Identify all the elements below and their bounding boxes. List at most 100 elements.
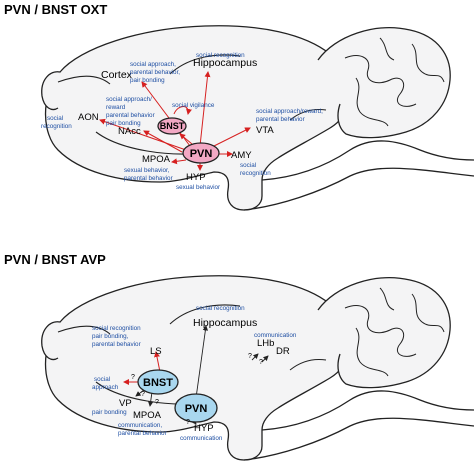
oxt-region-aon: AON xyxy=(78,112,99,123)
avp-behavior-vp: pair bonding xyxy=(92,409,127,416)
avp-pvn-ellipse xyxy=(174,393,218,423)
avp-region-dr: DR xyxy=(276,346,290,357)
avp-pvn-label: PVN xyxy=(185,403,208,415)
behavior-line: parental behavior, xyxy=(130,69,180,76)
behavior-line: social recognition xyxy=(92,325,141,332)
avp-bnst-label: BNST xyxy=(143,377,173,389)
oxt-panel-title: PVN / BNST OXT xyxy=(4,2,107,17)
avp-projection-arrows xyxy=(123,325,269,425)
oxt-behavior-cortex: social approach, parental behavior, pair… xyxy=(130,61,180,84)
unknown-marker: ? xyxy=(248,353,252,360)
avp-behavior-ls: social recognition pair bonding, parenta… xyxy=(92,325,141,348)
oxt-region-vta: VTA xyxy=(256,125,274,136)
oxt-bnst-node: BNST xyxy=(157,117,187,135)
avp-unknown-markers: ? ? ? ? ? ? xyxy=(131,353,263,426)
behavior-line: social recognition xyxy=(196,52,245,59)
oxt-projection-arrows xyxy=(99,71,251,171)
behavior-line: social xyxy=(47,115,63,122)
behavior-line: social xyxy=(240,162,256,169)
oxt-behavior-amy: social recognition xyxy=(240,162,271,177)
behavior-line: social recognition xyxy=(196,305,245,312)
avp-region-hippocampus: Hippocampus xyxy=(193,317,257,329)
arrow-bnst-vp xyxy=(135,389,145,397)
arrow-bnst-ls xyxy=(154,351,161,373)
avp-bnst-node: BNST xyxy=(137,369,179,395)
oxt-pvn-node: PVN xyxy=(182,142,220,164)
avp-region-ls: LS xyxy=(150,346,162,357)
avp-region-mpoa: MPOA xyxy=(133,410,162,421)
oxt-bnst-ellipse xyxy=(157,117,187,135)
arrow-pvn-hippocampus xyxy=(195,325,209,399)
behavior-line: social vigilance xyxy=(172,102,215,109)
behavior-line: social xyxy=(94,376,110,383)
arrow-lhb xyxy=(251,353,259,361)
oxt-pvn-ellipse xyxy=(182,142,220,164)
arrow-bnst-self xyxy=(173,106,192,115)
arrow-pvn-nacc xyxy=(143,130,183,153)
behavior-line: pair bonding xyxy=(92,409,127,416)
behavior-line: approach xyxy=(92,384,119,391)
oxt-pvn-label: PVN xyxy=(190,148,213,160)
unknown-marker: ? xyxy=(131,374,135,381)
behavior-line: parental behavior xyxy=(118,430,167,437)
oxt-behavior-aon: social recognition xyxy=(41,115,72,130)
oxt-behavior-nacc: social approach/ reward parental behavio… xyxy=(106,96,155,127)
avp-region-lhb: LHb xyxy=(257,338,274,349)
behavior-line: parental behavior xyxy=(106,112,155,119)
unknown-marker: ? xyxy=(186,419,190,426)
behavior-line: social approach/reward, xyxy=(256,108,323,115)
avp-behavior-mpoa: communication, parental behavior xyxy=(118,422,167,437)
behavior-line: social approach, xyxy=(130,61,176,68)
behavior-line: communication xyxy=(254,332,297,339)
arrow-pvn-aon xyxy=(99,118,187,151)
unknown-marker: ? xyxy=(141,391,145,398)
oxt-region-hyp: HYP xyxy=(186,172,206,183)
behavior-line: recognition xyxy=(240,170,271,177)
oxt-behavior-vta: social approach/reward, parental behavio… xyxy=(256,108,323,123)
behavior-line: sexual behavior xyxy=(176,184,220,191)
avp-behavior-hyp: communication xyxy=(180,435,223,442)
avp-behavior-bnst: social approach xyxy=(92,376,119,391)
avp-region-vp: VP xyxy=(119,398,132,409)
oxt-region-nacc: NAcc xyxy=(118,126,141,137)
unknown-marker: ? xyxy=(259,359,263,366)
behavior-line: parental behavior xyxy=(124,175,173,182)
oxt-panel: PVN / BNST OXT PVN BNST Cortex Hippocamp… xyxy=(4,2,474,211)
avp-panel: PVN / BNST AVP BNST PVN Hippocampus LS L… xyxy=(4,252,474,461)
avp-brain-outline xyxy=(41,275,474,461)
arrow-pvn-vta xyxy=(211,127,251,148)
arrow-bnst-mpoa xyxy=(147,391,154,407)
behavior-line: communication xyxy=(180,435,223,442)
avp-behavior-lhb-dr: communication xyxy=(254,332,297,339)
behavior-line: social approach/ xyxy=(106,96,152,103)
behavior-line: recognition xyxy=(41,123,72,130)
behavior-line: communication, xyxy=(118,422,162,429)
unknown-marker: ? xyxy=(155,399,159,406)
behavior-line: sexual behavior, xyxy=(124,167,170,174)
oxt-behavior-hyp: sexual behavior xyxy=(176,184,220,191)
oxt-region-mpoa: MPOA xyxy=(142,154,171,165)
avp-panel-title: PVN / BNST AVP xyxy=(4,252,106,267)
oxt-behavior-bnst: social vigilance xyxy=(172,102,215,109)
behavior-line: pair bonding xyxy=(106,120,141,127)
arrow-pvn-bnst xyxy=(179,133,193,145)
oxt-behavior-mpoa: sexual behavior, parental behavior xyxy=(124,167,173,182)
arrow-dr xyxy=(261,355,269,363)
oxt-region-hippocampus: Hippocampus xyxy=(193,57,257,69)
avp-bnst-ellipse xyxy=(137,369,179,395)
behavior-line: reward xyxy=(106,104,126,111)
behavior-line: pair bonding, xyxy=(92,333,129,340)
behavior-line: parental behavior xyxy=(256,116,305,123)
oxt-region-amy: AMY xyxy=(231,150,252,161)
avp-pvn-node: PVN xyxy=(174,393,218,423)
behavior-line: parental behavior xyxy=(92,341,141,348)
avp-region-hyp: HYP xyxy=(194,423,214,434)
oxt-bnst-label: BNST xyxy=(160,121,185,131)
oxt-region-cortex: Cortex xyxy=(101,69,133,81)
arrow-pvn-mpoa xyxy=(171,158,187,165)
behavior-line: pair bonding xyxy=(130,77,165,84)
oxt-behavior-hippocampus: social recognition xyxy=(196,52,245,59)
avp-behavior-hippocampus: social recognition xyxy=(196,305,245,312)
arrow-pvn-hippocampus xyxy=(199,71,211,147)
